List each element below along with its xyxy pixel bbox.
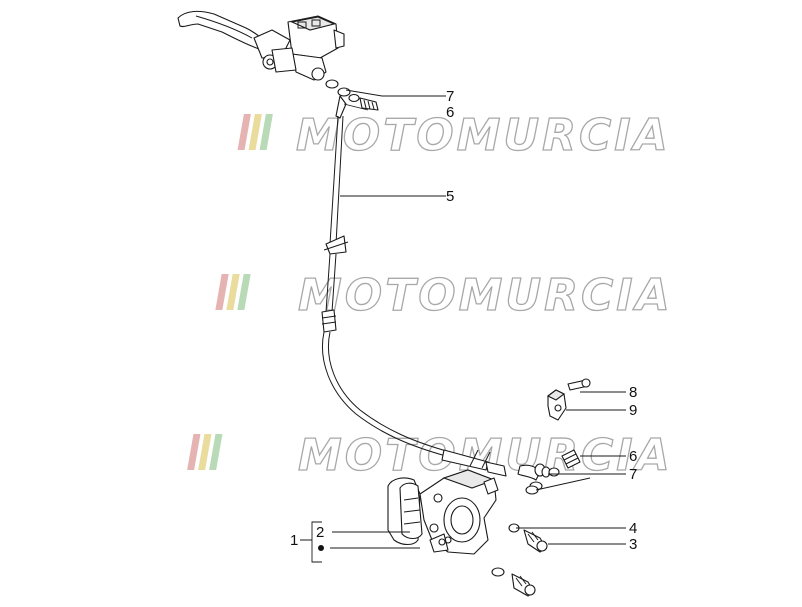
- brake-hose: [321, 95, 507, 477]
- callout-3: 3: [629, 536, 637, 553]
- callout-7-bottom: 7: [629, 466, 637, 483]
- callout-4: 4: [629, 520, 637, 537]
- callout-9: 9: [629, 402, 637, 419]
- callout-7-top: 7: [446, 88, 454, 105]
- callout-2: 2: [316, 524, 324, 541]
- brake-lever-master-cylinder: [177, 10, 345, 81]
- callout-6-partial: 6: [446, 104, 454, 121]
- watermark-bottom: MOTOMURCIA: [187, 429, 673, 482]
- caliper-bolts: [491, 523, 548, 597]
- callout-1: 1: [290, 532, 298, 549]
- watermark-top: MOTOMURCIA: [237, 109, 671, 162]
- callout-numbers: 7 6 5 8 9 6 7 4 3 2 1: [290, 88, 637, 553]
- callout-8: 8: [629, 384, 637, 401]
- watermark-text: MOTOMURCIA: [298, 270, 673, 321]
- callout-5: 5: [446, 188, 454, 205]
- callout-6: 6: [629, 448, 637, 465]
- brake-caliper: [387, 469, 499, 555]
- lower-banjo-fitting: [517, 449, 581, 495]
- watermark-text: MOTOMURCIA: [298, 430, 673, 481]
- watermark-middle: MOTOMURCIA: [215, 269, 673, 322]
- upper-banjo-fitting: [325, 79, 379, 111]
- watermark-text: MOTOMURCIA: [296, 110, 671, 161]
- leader-lines: [300, 89, 626, 563]
- pad-pin-and-clip: [546, 378, 591, 421]
